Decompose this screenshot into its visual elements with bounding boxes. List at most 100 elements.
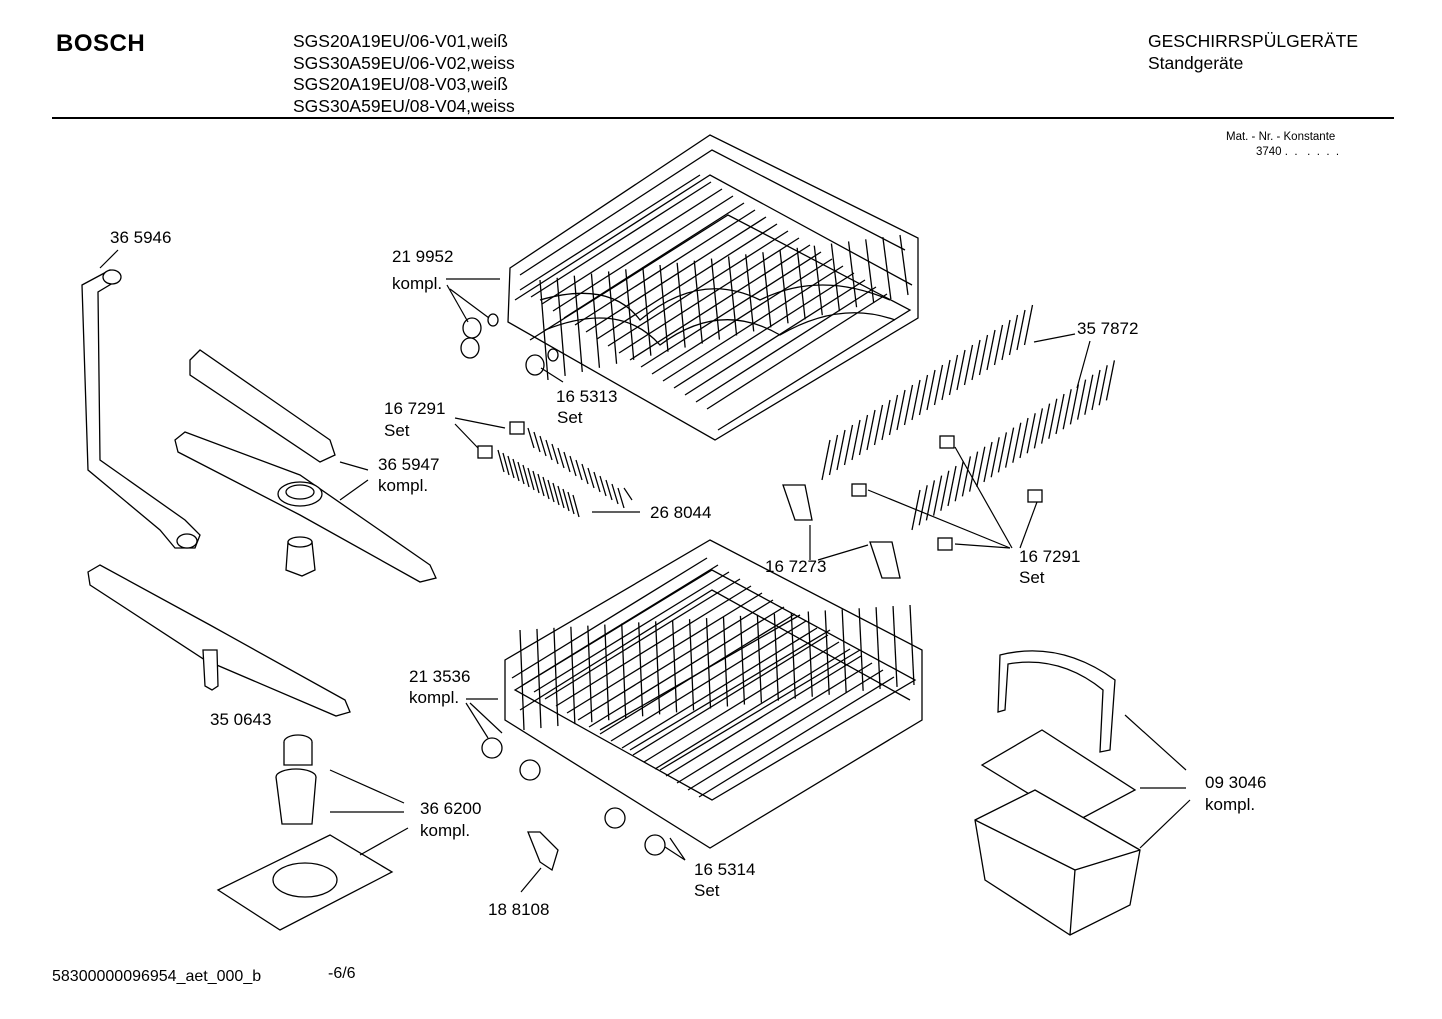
label-165314-suffix: Set — [694, 881, 720, 900]
tine — [836, 429, 846, 471]
tine — [617, 487, 625, 509]
category-block: GESCHIRRSPÜLGERÄTE Standgeräte — [1148, 31, 1358, 74]
label-167273: 16 7273 — [765, 557, 826, 576]
model-list: SGS20A19EU/06-V01,weiß SGS30A59EU/06-V02… — [293, 31, 515, 117]
label-213536-suffix: kompl. — [409, 688, 459, 707]
tine — [986, 329, 996, 371]
tine — [983, 441, 993, 483]
tine — [873, 404, 884, 446]
tine — [858, 414, 869, 456]
tine — [1040, 403, 1051, 444]
basket-wire — [779, 249, 789, 324]
tine — [1098, 365, 1108, 406]
tine — [828, 434, 839, 476]
basket-wire — [574, 209, 756, 326]
label-357872: 35 7872 — [1077, 319, 1138, 338]
basket-wire — [676, 262, 686, 348]
basket-wire — [610, 620, 807, 742]
lower-basket-drawing — [504, 539, 923, 849]
tine — [881, 399, 891, 441]
tine — [581, 463, 589, 485]
basket-wire — [621, 623, 627, 719]
basket-wire — [892, 606, 898, 687]
basket-wire — [698, 676, 895, 798]
tine — [1033, 408, 1044, 449]
basket-wire — [519, 174, 701, 291]
tine — [968, 451, 979, 492]
basket-wire — [522, 564, 719, 686]
tine — [533, 431, 541, 453]
tine — [997, 432, 1008, 473]
basket-wire — [596, 223, 778, 340]
upper-spray-arm-drawing — [174, 349, 437, 583]
tine — [552, 482, 560, 506]
basket-wire — [577, 599, 774, 721]
tine — [517, 461, 525, 485]
tine — [1105, 360, 1116, 401]
supply-pipe-drawing — [81, 269, 201, 549]
basket-wire — [813, 245, 823, 316]
tine — [963, 344, 974, 386]
basket-wire — [695, 286, 877, 403]
basket-wire — [796, 247, 806, 320]
leader-lines — [99, 249, 1191, 893]
label-366200-suffix: kompl. — [420, 821, 470, 840]
small-parts-drawing — [460, 304, 1116, 872]
tine — [941, 359, 951, 401]
page-number: -6/6 — [328, 965, 356, 982]
basket-wire — [585, 216, 767, 333]
tine — [1026, 413, 1036, 454]
tine — [1019, 417, 1029, 459]
tine — [1055, 393, 1065, 435]
label-165314: 16 5314 — [694, 860, 755, 879]
basket-wire — [556, 277, 566, 377]
basket-wire — [519, 629, 525, 731]
basket-wire — [865, 239, 875, 304]
tine — [527, 427, 535, 449]
basket-wire — [599, 613, 796, 735]
document-id: 58300000096954_aet_000_b — [52, 968, 262, 985]
tine — [990, 437, 1000, 478]
basket-wire — [533, 571, 730, 693]
tine — [1062, 389, 1072, 430]
tine — [539, 435, 547, 457]
tine — [527, 467, 535, 491]
header-divider — [52, 117, 1394, 119]
tine — [948, 354, 959, 396]
basket-wire — [688, 619, 695, 711]
basket-wire — [687, 669, 884, 791]
basket-wire — [590, 273, 601, 368]
tine — [925, 480, 936, 521]
tine — [933, 364, 944, 406]
basket-wire — [727, 256, 738, 336]
tine — [1004, 427, 1015, 468]
tine — [926, 369, 936, 411]
part-labels: 36 5946 21 9952 kompl. 16 5313 Set 35 78… — [110, 228, 1266, 919]
tine — [557, 447, 565, 469]
tine — [569, 455, 577, 477]
tine — [1091, 369, 1101, 411]
tine — [545, 439, 553, 461]
basket-wire — [651, 258, 833, 375]
cutlery-basket-drawing — [974, 650, 1141, 936]
basket-wire — [539, 279, 549, 381]
basket-wire — [587, 625, 593, 723]
basket-wire — [638, 622, 644, 717]
tine — [551, 443, 559, 465]
label-188108: 18 8108 — [488, 900, 549, 919]
tine — [954, 461, 964, 502]
tine — [896, 389, 906, 431]
basket-wire — [544, 578, 741, 700]
label-366200: 36 6200 — [420, 799, 481, 818]
tine — [1084, 374, 1094, 415]
tine — [1023, 304, 1034, 346]
basket-wire — [762, 252, 772, 328]
tine — [918, 374, 929, 416]
tine — [522, 464, 530, 488]
model-line: SGS30A59EU/08-V04,weiss — [293, 95, 515, 116]
basket-wire — [618, 237, 800, 354]
basket-wire — [654, 648, 851, 770]
tine — [1076, 379, 1087, 420]
tine — [993, 324, 1004, 366]
